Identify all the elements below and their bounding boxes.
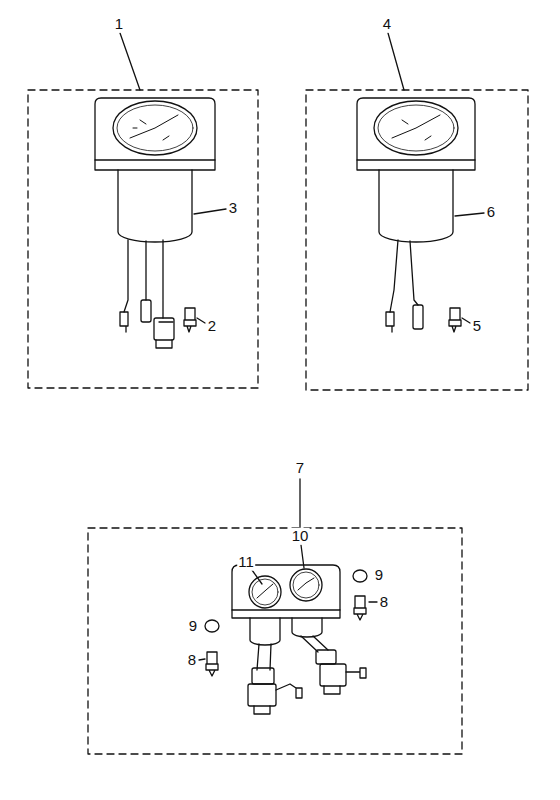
group-box [306,90,528,390]
callout-number: 4 [382,16,392,33]
group-box [28,90,258,388]
gauge [357,98,475,332]
leader-line [299,479,300,528]
group-box [88,528,462,754]
callout-number: 5 [472,318,482,335]
callout-number: 8 [187,652,197,669]
leader-line [369,601,377,602]
callout-number: 7 [295,460,305,477]
callout-number: 9 [374,567,384,584]
callout-number: 1 [114,16,124,33]
callout-number: 6 [486,204,496,221]
leader-line [252,570,262,584]
callout-number: 2 [207,318,217,335]
leader-line [197,318,205,323]
leader-line [194,209,226,214]
leader-line [388,33,404,90]
leader-line [462,318,470,323]
callout-number: 10 [291,528,310,545]
gauge [95,98,215,348]
callout-number: 9 [188,618,198,635]
double-gauge [205,565,367,714]
callout-number: 11 [237,554,255,571]
leader-line [455,213,484,216]
callout-number: 3 [228,200,238,217]
callout-number: 8 [379,594,389,611]
leader-line [120,33,140,90]
leader-line [199,659,205,660]
leader-line [301,545,304,568]
